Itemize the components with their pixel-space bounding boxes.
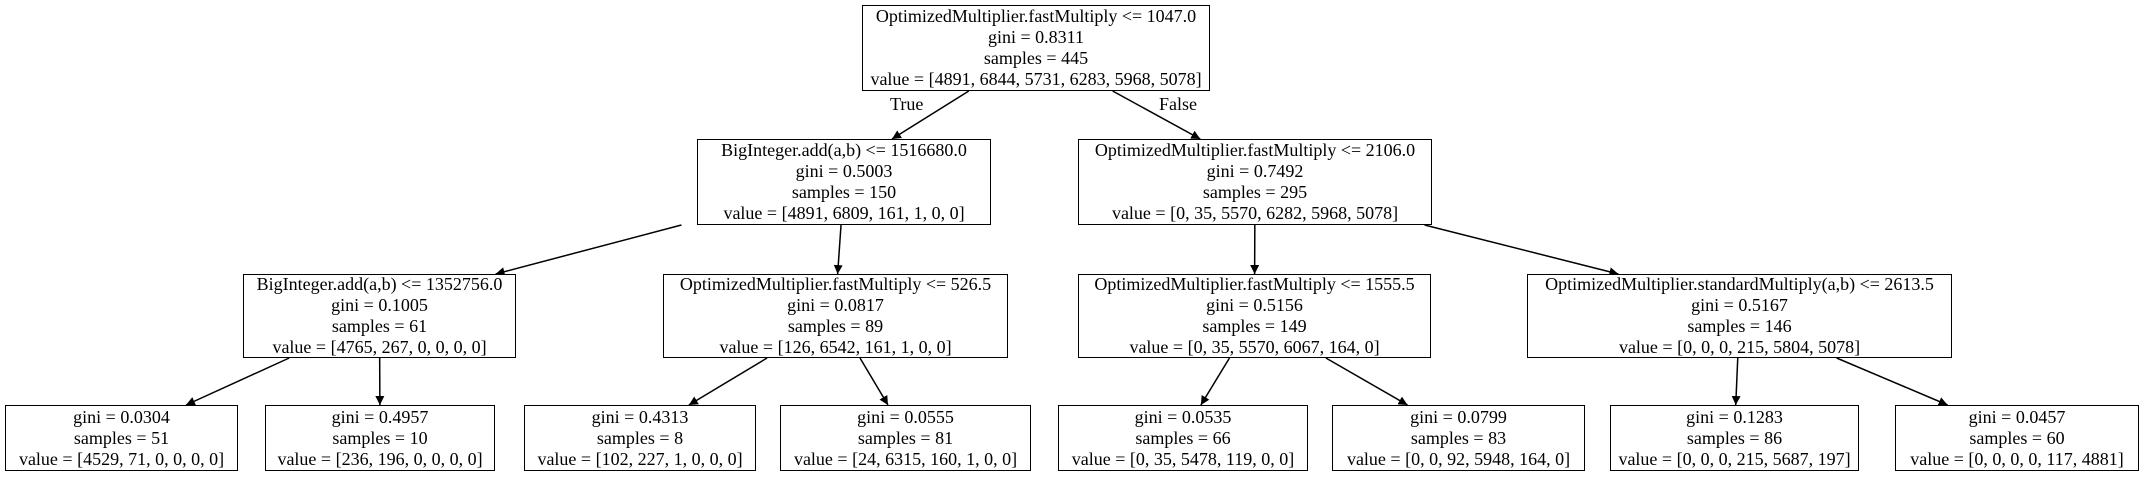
node-line: BigInteger.add(a,b) <= 1516680.0	[721, 140, 967, 160]
node-line: gini = 0.1283	[1686, 406, 1783, 427]
edge-label: True	[890, 94, 924, 114]
node-line: value = [0, 0, 0, 215, 5687, 197]	[1618, 448, 1851, 469]
node-line: gini = 0.0555	[857, 406, 954, 427]
node-line: gini = 0.0304	[73, 406, 170, 427]
node-line: samples = 8	[596, 427, 684, 448]
tree-edge	[1325, 357, 1408, 406]
node-line: gini = 0.0799	[1410, 406, 1507, 427]
node-line: samples = 146	[1687, 316, 1792, 336]
node-line: value = [4529, 71, 0, 0, 0, 0]	[18, 448, 225, 469]
node-line: gini = 0.0457	[1968, 406, 2066, 427]
tree-edge	[1731, 357, 1741, 406]
node-line: gini = 0.5003	[795, 161, 893, 181]
node-line: samples = 149	[1202, 316, 1307, 336]
node-line: gini = 0.8311	[988, 27, 1084, 47]
node-line: value = [0, 0, 0, 215, 5804, 5078]	[1618, 337, 1861, 357]
split-node: OptimizedMultiplier.fastMultiply <= 1047…	[862, 5, 1210, 91]
node-line: gini = 0.5156	[1206, 295, 1303, 315]
node-line: samples = 51	[73, 427, 170, 448]
tree-edge	[833, 224, 843, 275]
tree-edge	[859, 357, 889, 406]
edge-label: False	[1159, 94, 1197, 114]
node-line: samples = 66	[1135, 427, 1231, 448]
tree-edge	[1112, 90, 1201, 140]
node-line: value = [0, 0, 0, 0, 117, 4881]	[1910, 448, 2124, 469]
split-node: OptimizedMultiplier.fastMultiply <= 1555…	[1078, 274, 1431, 358]
node-line: value = [4891, 6844, 5731, 6283, 5968, 5…	[870, 69, 1202, 89]
tree-edge	[891, 90, 970, 140]
node-line: samples = 61	[331, 316, 428, 336]
node-line: OptimizedMultiplier.fastMultiply <= 1047…	[875, 6, 1197, 26]
tree-edge	[1200, 357, 1231, 406]
node-line: gini = 0.4313	[591, 406, 689, 427]
node-line: OptimizedMultiplier.fastMultiply <= 1555…	[1094, 274, 1415, 294]
node-line: gini = 0.0535	[1134, 406, 1232, 427]
node-line: OptimizedMultiplier.fastMultiply <= 2106…	[1094, 140, 1416, 160]
node-line: gini = 0.7492	[1206, 161, 1304, 181]
node-line: gini = 0.1005	[331, 295, 428, 315]
tree-edge	[688, 357, 768, 406]
node-line: gini = 0.4957	[331, 406, 429, 427]
node-line: value = [0, 35, 5478, 119, 0, 0]	[1071, 448, 1295, 469]
node-line: samples = 445	[983, 48, 1089, 68]
tree-edge	[1836, 357, 1948, 406]
node-line: value = [24, 6315, 160, 1, 0, 0]	[793, 448, 1018, 469]
split-node: OptimizedMultiplier.fastMultiply <= 526.…	[663, 274, 1008, 358]
tree-edge	[185, 357, 290, 406]
node-line: value = [0, 35, 5570, 6282, 5968, 5078]	[1111, 203, 1399, 223]
node-line: BigInteger.add(a,b) <= 1352756.0	[256, 274, 503, 294]
node-line: value = [4891, 6809, 161, 1, 0, 0]	[723, 203, 965, 223]
node-line: samples = 83	[1410, 427, 1507, 448]
node-line: samples = 86	[1686, 427, 1783, 448]
node-line: value = [0, 0, 92, 5948, 164, 0]	[1346, 448, 1571, 469]
node-line: samples = 60	[1969, 427, 2065, 448]
node-line: samples = 150	[791, 182, 897, 202]
tree-edge	[1424, 224, 1619, 277]
tree-edge	[495, 224, 682, 277]
node-line: OptimizedMultiplier.fastMultiply <= 526.…	[679, 274, 992, 294]
node-line: gini = 0.5167	[1691, 295, 1788, 315]
node-line: value = [236, 196, 0, 0, 0, 0]	[277, 448, 483, 469]
node-line: samples = 295	[1202, 182, 1308, 202]
node-line: value = [0, 35, 5570, 6067, 164, 0]	[1129, 337, 1380, 357]
split-node: OptimizedMultiplier.fastMultiply <= 2106…	[1078, 139, 1432, 225]
split-node: OptimizedMultiplier.standardMultiply(a,b…	[1527, 274, 1952, 358]
node-line: samples = 89	[787, 316, 884, 336]
node-line: samples = 81	[857, 427, 954, 448]
node-line: OptimizedMultiplier.standardMultiply(a,b…	[1545, 274, 1934, 294]
node-line: value = [4765, 267, 0, 0, 0, 0]	[272, 337, 487, 357]
node-line: samples = 10	[332, 427, 428, 448]
node-line: value = [102, 227, 1, 0, 0, 0]	[537, 448, 743, 469]
node-line: gini = 0.0817	[787, 295, 884, 315]
node-line: value = [126, 6542, 161, 1, 0, 0]	[719, 337, 952, 357]
